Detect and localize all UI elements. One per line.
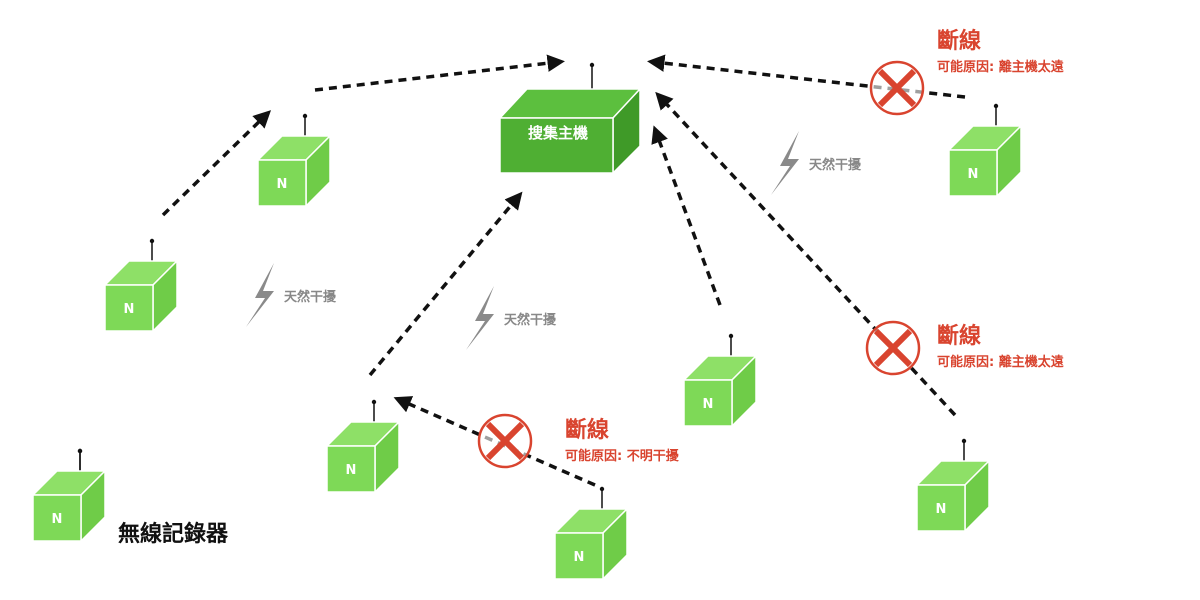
node-front [916,484,966,532]
link-n5-host [651,125,722,306]
interference-label: 天然干擾 [284,289,337,305]
link-n3-host [647,54,966,99]
collection-host: 搜集主機 [498,62,642,175]
link-n6-host [368,191,523,377]
host-front [499,117,614,174]
antenna-tip [77,448,83,454]
interference-label: 天然干擾 [809,157,862,173]
node-label: N [703,397,714,412]
link-n7-n6 [393,396,596,487]
interference-marker: 天然干擾 [246,263,337,327]
wireless-logger-node: N [947,103,1023,198]
disconnect-reason: 可能原因: 不明干擾 [565,448,680,464]
node-label: N [346,463,357,478]
lightning-icon [771,131,799,195]
node-front [32,494,82,542]
disconnect-reason: 可能原因: 離主機太遠 [937,354,1064,370]
antenna-tip [599,486,605,492]
wireless-logger-node: N [682,333,758,428]
node-front [104,284,154,332]
node-front [326,445,376,493]
legend: N 無線記錄器 [31,448,229,547]
legend-node-icon: N [31,448,107,543]
wireless-logger-node: N [553,486,629,581]
disconnect-title: 斷線 [937,28,981,54]
node-front [554,532,604,580]
legend-node: N [31,448,107,543]
node-label: N [574,550,585,565]
interference-marker: 天然干擾 [466,286,557,350]
node-label: N [124,302,135,317]
disconnect-title: 斷線 [937,323,981,349]
antenna-tip [728,333,734,339]
interference-label: 天然干擾 [504,312,557,328]
node-front [683,379,733,427]
antenna-tip [961,438,967,444]
link-n2-host [314,54,565,92]
link-n1-n2 [161,110,272,217]
host-antenna-tip [589,62,595,68]
antenna-tip [302,113,308,119]
x-icon [485,421,525,461]
lightning-icon [246,263,274,327]
wireless-logger-node: N [325,399,401,494]
interference-marker: 天然干擾 [771,131,862,195]
x-icon [873,328,913,368]
node-front [257,159,307,207]
node-label: N [52,512,63,527]
antenna-tip [371,399,377,405]
x-icon [877,68,917,108]
legend-label: 無線記錄器 [118,521,229,547]
wireless-logger-node: N [103,238,179,333]
host-label: 搜集主機 [528,124,588,142]
lightning-icon [466,286,494,350]
disconnect-reason: 可能原因: 離主機太遠 [937,59,1064,75]
disconnect-title: 斷線 [565,417,609,443]
wireless-logger-node: N [915,438,991,533]
node-label: N [968,167,979,182]
antenna-tip [993,103,999,109]
node-front [948,149,998,197]
antenna-tip [149,238,155,244]
node-label: N [936,502,947,517]
node-label: N [277,177,288,192]
wireless-logger-node: N [256,113,332,208]
